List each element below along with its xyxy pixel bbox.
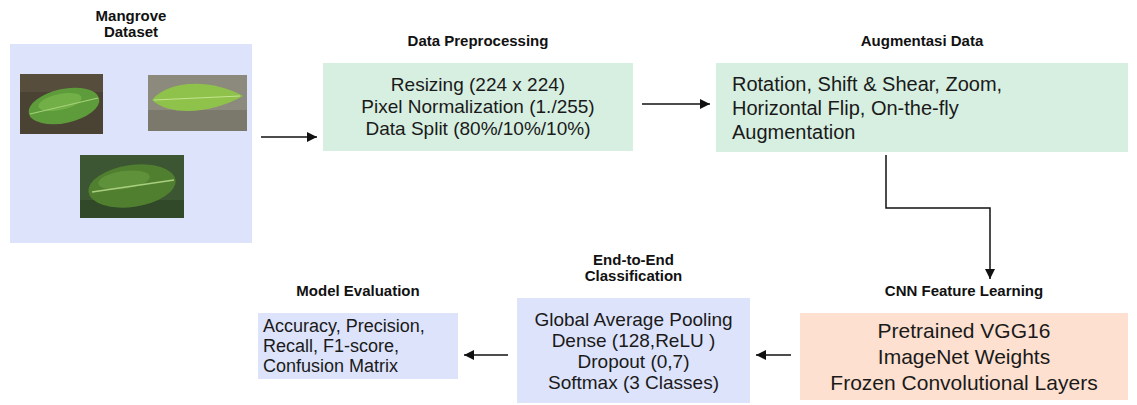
stage-box: Rotation, Shift & Shear, Zoom, Horizonta… [716, 63, 1128, 152]
process-node: Mangrove Dataset [10, 8, 252, 243]
process-node: Data PreprocessingResizing (224 x 224)Pi… [323, 33, 633, 151]
flow-arrow [756, 354, 791, 356]
stage-box: Global Average PoolingDense (128,ReLU )D… [517, 298, 750, 403]
stage-item: Dropout (0,7) [521, 351, 746, 372]
stage-box [10, 44, 252, 243]
stage-item: Accuracy, Precision, Recall, F1-score, C… [263, 316, 453, 376]
stage-box: Pretrained VGG16ImageNet WeightsFrozen C… [800, 313, 1128, 400]
leaf-photo [80, 155, 184, 218]
flow-arrow [642, 103, 710, 105]
stage-heading: Data Preprocessing [328, 33, 628, 49]
flow-arrow [464, 354, 508, 356]
stage-box: Accuracy, Precision, Recall, F1-score, C… [258, 313, 458, 379]
stage-heading: Mangrove Dataset [91, 8, 171, 40]
stage-item: Global Average Pooling [521, 309, 746, 330]
stage-item: Softmax (3 Classes) [521, 372, 746, 393]
process-node: End-to-End ClassificationGlobal Average … [517, 252, 750, 403]
stage-item: Data Split (80%/10%/10%) [329, 118, 627, 140]
stage-item: ImageNet Weights [806, 344, 1122, 370]
process-node: CNN Feature LearningPretrained VGG16Imag… [800, 283, 1128, 400]
stage-heading: CNN Feature Learning [814, 283, 1114, 299]
stage-item: Frozen Convolutional Layers [806, 370, 1122, 396]
stage-item: Rotation, Shift & Shear, Zoom, Horizonta… [732, 72, 1067, 144]
leaf-photo [20, 74, 103, 134]
stage-item: Pretrained VGG16 [806, 318, 1122, 344]
stage-box: Resizing (224 x 224)Pixel Normalization … [323, 63, 633, 151]
flow-arrow [886, 155, 990, 279]
process-node: Augmentasi DataRotation, Shift & Shear, … [716, 33, 1128, 152]
flow-arrow [261, 136, 317, 138]
dataset-panel [10, 44, 252, 243]
stage-heading: Augmentasi Data [772, 33, 1072, 49]
leaf-photo [148, 75, 247, 131]
stage-heading: Model Evaluation [263, 283, 453, 299]
stage-heading: End-to-End Classification [569, 252, 699, 284]
stage-item: Dense (128,ReLU ) [521, 330, 746, 351]
stage-item: Pixel Normalization (1./255) [329, 96, 627, 118]
stage-item: Resizing (224 x 224) [329, 74, 627, 96]
process-node: Model EvaluationAccuracy, Precision, Rec… [258, 283, 458, 379]
